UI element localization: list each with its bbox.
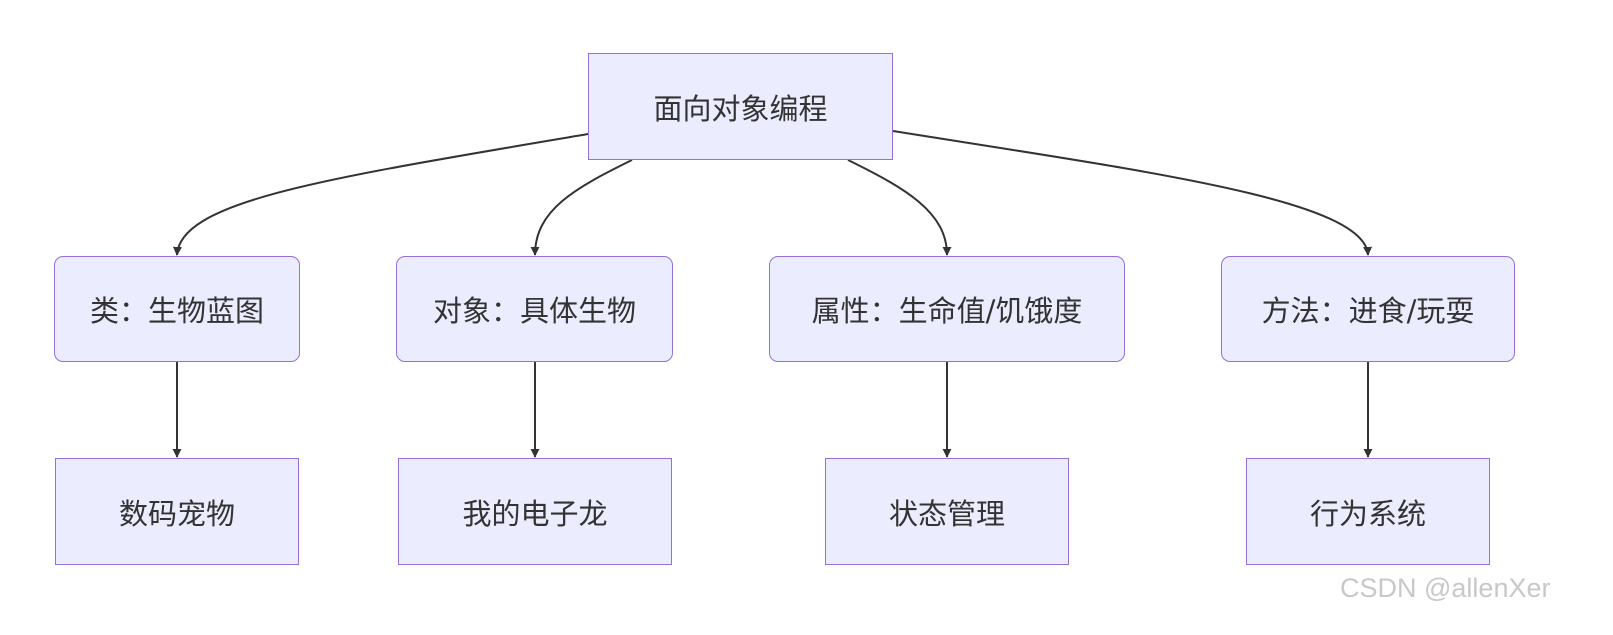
edge-root-to-object (530, 159, 633, 256)
node-concept-class: 类：生物蓝图 (54, 256, 300, 362)
edge-root-to-class (172, 133, 589, 256)
node-example-digital-pet: 数码宠物 (55, 458, 299, 565)
node-example-my-dragon: 我的电子龙 (398, 458, 672, 565)
node-concept-object: 对象：具体生物 (396, 256, 673, 362)
node-concept-method: 方法：进食/玩耍 (1221, 256, 1515, 362)
node-example-state-management: 状态管理 (825, 458, 1069, 565)
node-example-behavior-system: 行为系统 (1246, 458, 1490, 565)
watermark-text: CSDN @allenXer (1340, 573, 1551, 603)
edge-root-to-attribute (847, 159, 952, 256)
node-concept-attribute: 属性：生命值/饥饿度 (769, 256, 1125, 362)
edge-root-to-method (892, 130, 1373, 256)
node-root-oop: 面向对象编程 (588, 53, 893, 160)
